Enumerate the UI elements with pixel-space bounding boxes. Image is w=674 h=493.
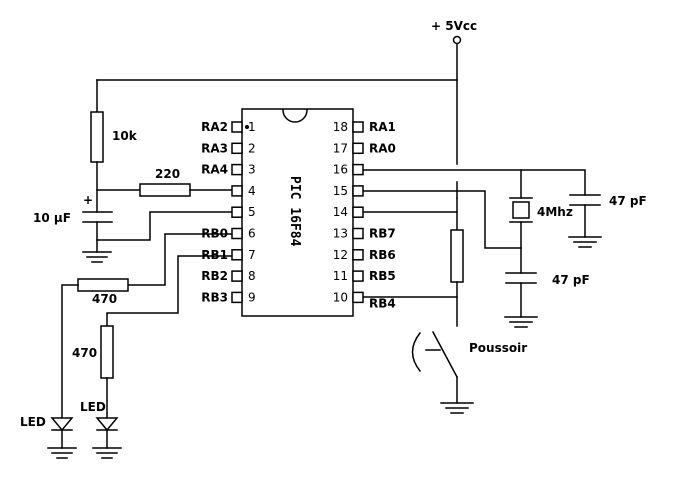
ground-symbol [568,236,602,248]
supply-terminal [452,35,462,45]
pin-label: RB5 [369,269,396,283]
pin-number: 13 [333,227,348,241]
pin-number: 5 [248,205,256,219]
pin-15 [352,185,364,197]
cap-reset-label: 10 µF [33,211,71,225]
pin-13 [352,227,364,240]
ground-symbol [504,316,538,328]
left-pins: 1 RA2 2 RA3 3 RA4 4 5 6 RB0 7 RB1 8 RB2 9 RB3 [201,120,256,304]
led1-symbol [50,417,74,432]
pin-3 [231,163,243,176]
ground-symbol [82,251,112,263]
pin-number: 11 [333,269,348,283]
osc2-wire [363,190,522,249]
cap-osc1-label: 47 pF [609,194,647,208]
pin-number: 16 [333,163,348,177]
pin-label: RB3 [201,290,228,304]
pin-number: 17 [333,141,348,155]
pin-number: 9 [248,290,256,304]
pin-number: 1 [248,120,256,134]
pin1-dot [245,125,249,129]
rb0-wire [127,233,233,286]
pin-8 [231,270,243,282]
led2-resistor [100,325,114,379]
pin-number: 15 [333,184,348,198]
pin-6 [231,227,243,240]
pullup-resistor-2 [450,229,464,283]
pin-2 [231,142,243,155]
right-pins: 18 RA1 17 RA0 16 15 14 13 RB7 12 RB6 11 RB5 10 RB4 [333,120,396,310]
pin-label: RB0 [201,227,228,241]
pin-18 [352,121,364,133]
led1-label: LED [20,415,46,429]
series-resistor-label: 220 [155,167,180,181]
led2-resistor-label: 470 [72,346,97,360]
pin-label: RA0 [369,141,396,155]
rb1-wire [106,255,233,327]
pin-label: RB1 [201,248,228,262]
pin-label: RB2 [201,269,228,283]
ground-symbol [47,447,77,459]
pin-17 [352,142,364,155]
pin-7 [231,249,243,261]
pin-10 [352,291,364,304]
pin-16 [352,163,364,176]
pin-14 [352,206,364,218]
pin-number: 3 [248,163,256,177]
pin-number: 18 [333,120,348,134]
pin-5 [231,206,243,218]
crystal-label: 4Mhz [537,205,573,219]
pin-number: 4 [248,184,256,198]
led2-label: LED [80,400,106,414]
pin-11 [352,270,364,282]
pin-number: 6 [248,227,256,241]
pin-label: RA2 [201,120,228,134]
pin-label: RB7 [369,227,396,241]
pin-number: 12 [333,248,348,262]
pin-number: 7 [248,248,256,262]
switch-blade [431,330,459,379]
pin-9 [231,291,243,304]
ground-symbol [92,447,122,459]
cap-polarity-label: + [83,193,93,207]
switch-button [411,331,422,373]
crystal [512,201,530,219]
series-resistor [139,183,191,197]
pin-label: RA3 [201,141,228,155]
cap-osc2-label: 47 pF [552,273,590,287]
pin-4 [231,185,243,197]
pin-number: 10 [333,290,348,304]
pin-label: RA1 [369,120,396,134]
pin-number: 2 [248,141,256,155]
supply-label: + 5Vcc [431,19,477,33]
chip-name: PIC 16F84 [287,176,302,247]
led2-symbol [95,417,119,432]
pin-number: 14 [333,205,348,219]
switch-label: Poussoir [469,341,527,355]
pin-label: RB4 [369,296,396,310]
pin-number: 8 [248,269,256,283]
led1-resistor [77,278,129,292]
pin-label: RA4 [201,163,228,177]
ground-symbol [440,402,474,414]
pin-label: RB6 [369,248,396,262]
osc1-wire [363,169,586,196]
chip-notch [282,109,308,123]
pin-1 [231,121,243,133]
pullup-resistor-label: 10k [112,129,138,143]
led1-resistor-label: 470 [92,292,117,306]
pullup-resistor [90,111,104,163]
pin5-ground-wire [96,211,233,241]
pin-12 [352,249,364,261]
